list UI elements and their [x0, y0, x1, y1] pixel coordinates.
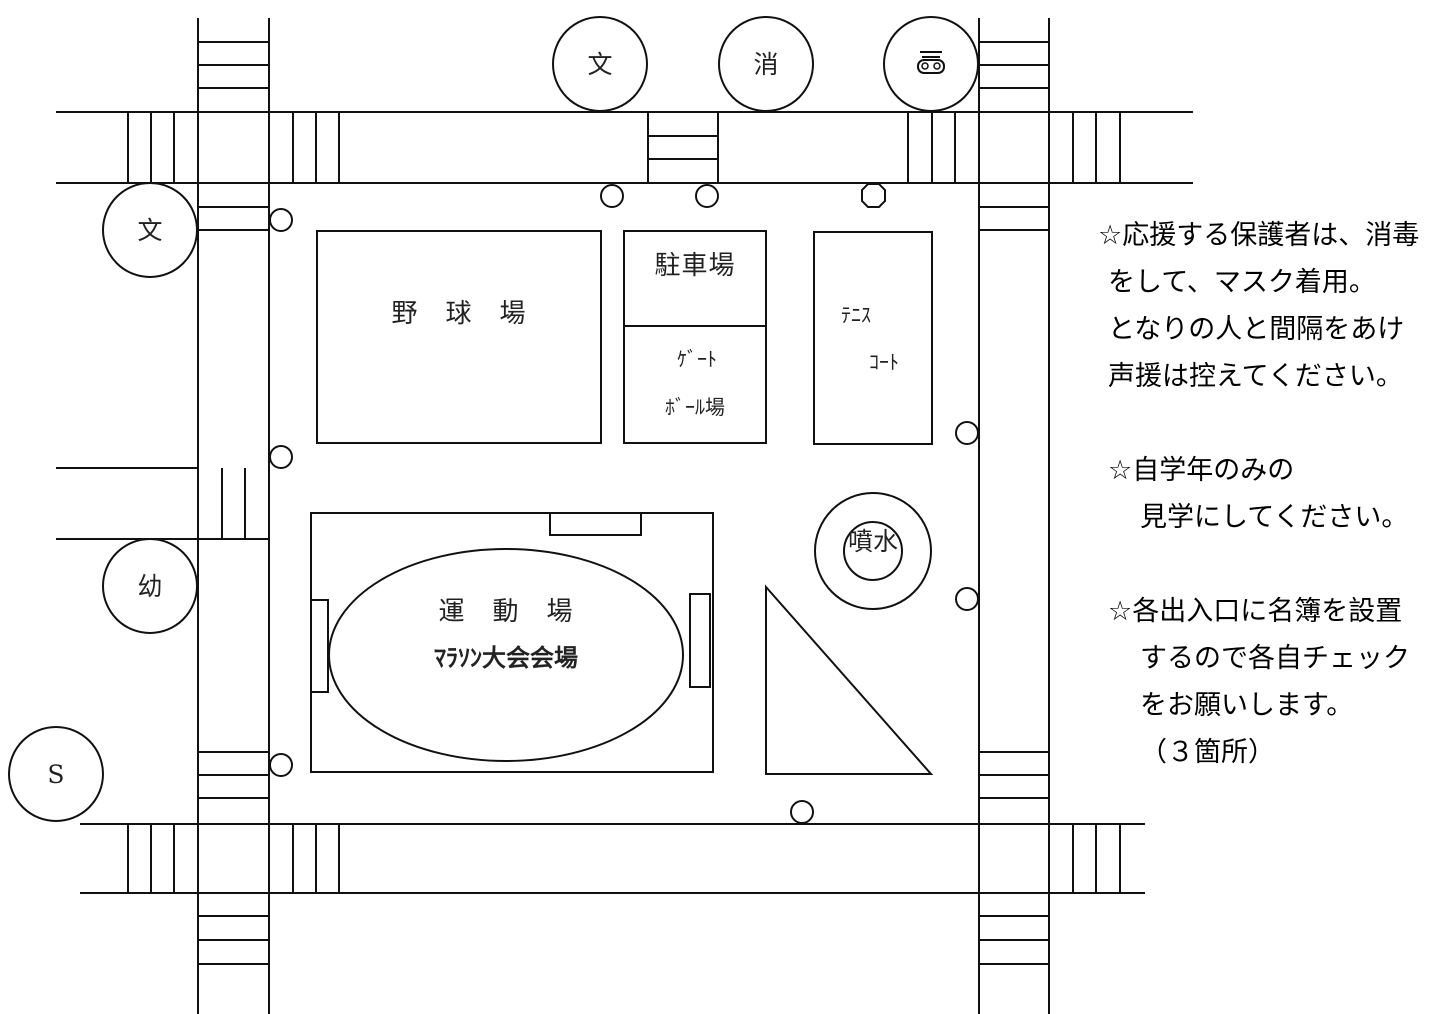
notice-text: するので各自チェック	[1140, 643, 1410, 674]
notice-grade-only: ☆自学年のみの 見学にしてください。	[1098, 447, 1448, 541]
notice-text: ☆応援する保護者は、消毒	[1098, 220, 1420, 251]
fountain-outer	[814, 492, 932, 610]
notice-panel: ☆応援する保護者は、消毒 をして、マスク着用。 となりの人と間隔をあけ 声援は控…	[1098, 212, 1448, 776]
tennis-court-label-line1: ﾃﾆｽ	[841, 303, 871, 327]
parking-gateball-block	[623, 230, 767, 444]
police-icon	[917, 51, 945, 74]
entrance-markers	[269, 183, 979, 824]
school-symbol-left-label: 文	[137, 216, 162, 245]
kindergarten-symbol	[102, 538, 198, 634]
notice-text: 見学にしてください。	[1140, 502, 1409, 533]
notice-roster: ☆各出入口に名簿を設置 するので各自チェック をお願いします。 （３箇所）	[1098, 588, 1448, 776]
notice-text: 声援は控えてください。	[1108, 361, 1403, 392]
triangle-garden	[765, 584, 934, 775]
notice-text: となりの人と間隔をあけ	[1108, 314, 1405, 345]
tennis-court	[813, 231, 933, 445]
school-symbol-top	[552, 16, 648, 112]
start-point-symbol	[8, 726, 104, 822]
fire-station-symbol	[718, 16, 814, 112]
field-goal-right	[689, 593, 711, 688]
entrance-marker-octagon	[861, 183, 886, 208]
facility-symbols: 文 消 文 幼 S	[8, 16, 979, 822]
school-symbol-left	[102, 182, 198, 278]
entrance-marker	[790, 800, 814, 824]
police-box-symbol	[883, 16, 979, 112]
field-goal-left	[310, 599, 329, 693]
notice-text: をお願いします。	[1140, 690, 1354, 721]
entrance-marker	[600, 184, 624, 208]
road-network	[56, 18, 1193, 1014]
fountain-label: 噴水	[848, 527, 898, 556]
marathon-venue-label: ﾏﾗｿﾝ大会会場	[434, 643, 578, 672]
fire-station-symbol-label: 消	[753, 50, 778, 79]
school-symbol-top-label: 文	[587, 50, 612, 79]
sports-field-label: 運 動 場	[438, 597, 573, 627]
tennis-court-label-line2: ｺｰﾄ	[869, 350, 899, 374]
baseball-field	[316, 230, 602, 444]
entrance-marker	[269, 753, 293, 777]
parking-label: 駐車場	[654, 251, 735, 281]
start-point-label: S	[47, 760, 64, 789]
notice-text: ☆各出入口に名簿を設置	[1108, 596, 1403, 627]
entrance-marker	[955, 587, 979, 611]
baseball-field-label: 野 球 場	[391, 299, 526, 329]
gateball-label-line2: ﾎﾞｰﾙ場	[665, 395, 725, 419]
field-stand	[549, 512, 642, 536]
notice-text: （３箇所）	[1140, 737, 1275, 768]
entrance-marker	[955, 421, 979, 445]
fountain-inner	[843, 521, 903, 581]
entrance-marker	[269, 445, 293, 469]
notice-text: をして、マスク着用。	[1108, 267, 1376, 298]
notice-support: ☆応援する保護者は、消毒 をして、マスク着用。 となりの人と間隔をあけ 声援は控…	[1098, 212, 1448, 400]
entrance-marker	[269, 208, 293, 232]
gateball-label-line1: ｹﾞｰﾄ	[677, 347, 717, 371]
notice-text: ☆自学年のみの	[1108, 455, 1295, 486]
kindergarten-symbol-label: 幼	[137, 572, 162, 601]
running-track	[328, 548, 684, 762]
entrance-marker	[695, 184, 719, 208]
pedestrian-crossings	[127, 41, 1121, 965]
